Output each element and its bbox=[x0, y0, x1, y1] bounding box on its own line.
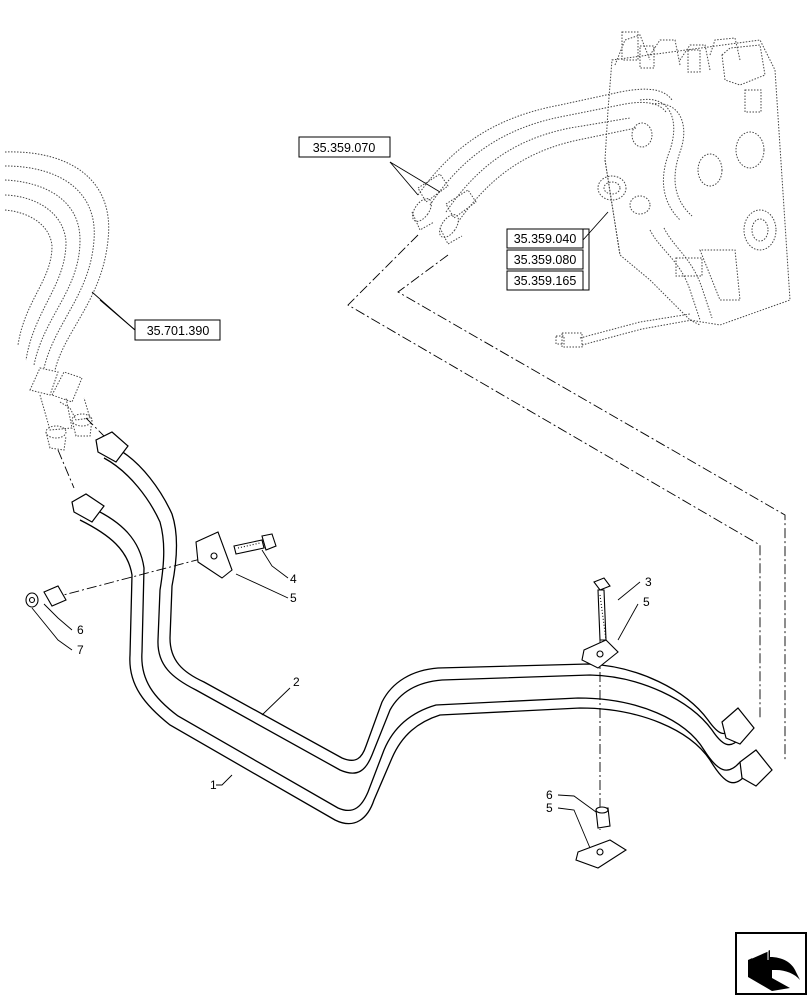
spacer-right bbox=[595, 806, 611, 829]
ref-box-35-359-070[interactable]: 35.359.070 bbox=[298, 136, 391, 158]
callout-numbers: 2 1 4 5 6 7 3 5 6 5 bbox=[77, 572, 652, 815]
ref-box-35-701-390[interactable]: 35.701.390 bbox=[134, 319, 221, 341]
ref-box-35-359-040[interactable]: 35.359.040 bbox=[506, 228, 584, 249]
valve-hoses bbox=[411, 88, 673, 245]
ref-label-35-359-070: 35.359.070 bbox=[313, 141, 376, 155]
ref-box-group-35-359: 35.359.040 35.359.080 35.359.165 bbox=[506, 228, 590, 291]
callout-7: 7 bbox=[77, 643, 84, 657]
ref-label-35-359-040: 35.359.040 bbox=[514, 232, 577, 246]
control-valve-assembly bbox=[597, 31, 791, 326]
ref-label-35-359-165: 35.359.165 bbox=[514, 274, 577, 288]
spacer-nut-left bbox=[25, 585, 67, 608]
bolt-4 bbox=[233, 533, 277, 555]
callout-5-right-top: 5 bbox=[643, 595, 650, 609]
sensor-cable bbox=[555, 313, 693, 348]
clamp-plate-right-bottom bbox=[575, 839, 628, 869]
callout-6-right: 6 bbox=[546, 788, 553, 802]
next-page-arrow-icon[interactable] bbox=[735, 932, 807, 995]
callout-4: 4 bbox=[290, 572, 297, 586]
callout-6-left: 6 bbox=[77, 623, 84, 637]
ref-box-35-359-165[interactable]: 35.359.165 bbox=[506, 270, 584, 291]
leader-lines bbox=[31, 161, 641, 849]
clamp-plate-right-top bbox=[581, 639, 619, 669]
ref-label-35-359-080: 35.359.080 bbox=[514, 253, 577, 267]
pipe-2 bbox=[103, 447, 741, 774]
pipe-fittings bbox=[71, 431, 773, 787]
ref-label-35-701-390: 35.701.390 bbox=[147, 324, 210, 338]
callout-1: 1 bbox=[210, 778, 217, 792]
callout-2: 2 bbox=[293, 675, 300, 689]
ref-box-35-359-080[interactable]: 35.359.080 bbox=[506, 249, 584, 270]
callout-5-right-bottom: 5 bbox=[546, 801, 553, 815]
callout-5-left: 5 bbox=[290, 591, 297, 605]
clamp-plate-left bbox=[195, 531, 233, 579]
left-hoses bbox=[4, 151, 110, 451]
callout-3: 3 bbox=[645, 575, 652, 589]
bolt-3 bbox=[593, 577, 611, 641]
pipe-1 bbox=[79, 507, 749, 825]
